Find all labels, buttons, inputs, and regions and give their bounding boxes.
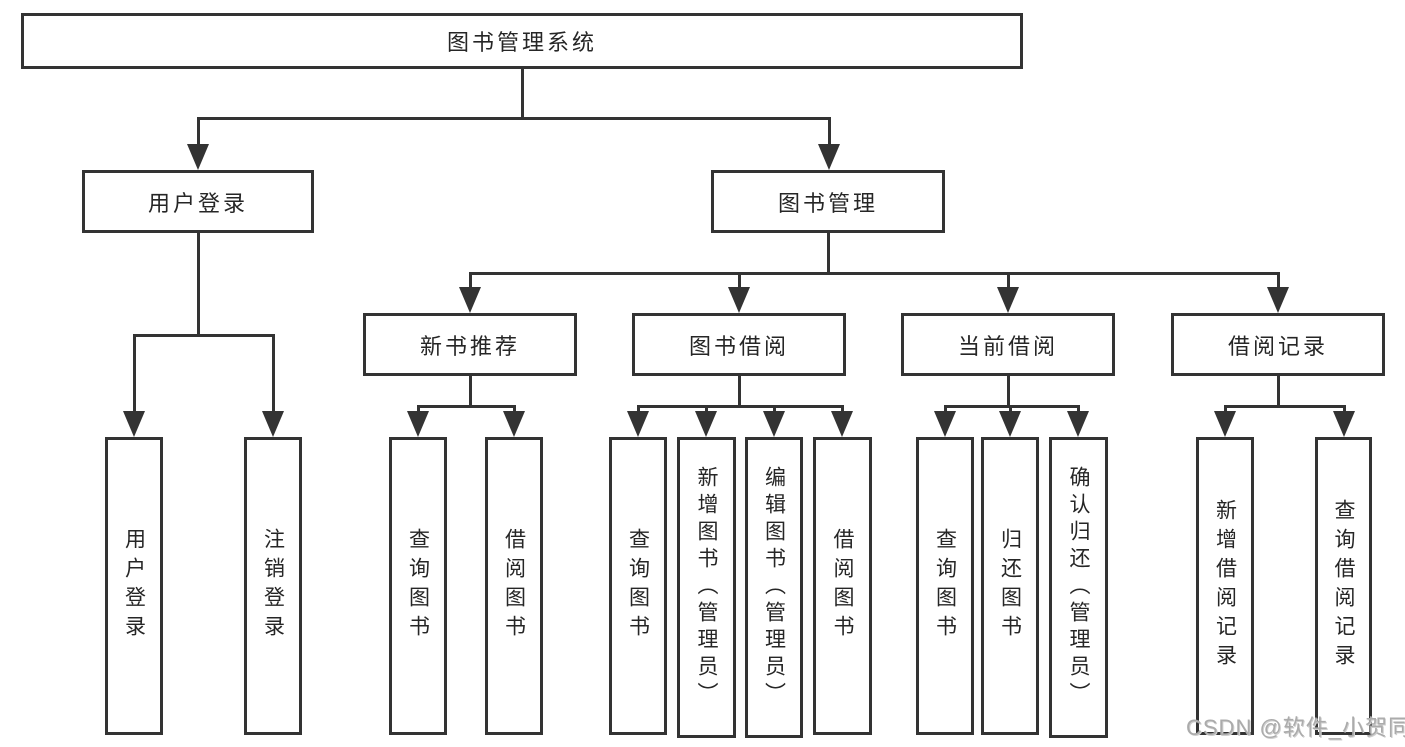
node-label-leaf-return-books: 归还图书 <box>998 528 1022 644</box>
node-leaf-add-borrow-record: 新增借阅记录 <box>1196 437 1254 735</box>
root-to-level2-vline <box>520 69 524 118</box>
user-login-to-leaves-arrowhead-icon <box>123 411 145 437</box>
user-login-to-leaves-vline <box>196 233 200 335</box>
new-book-recommend-to-leaves-vline <box>468 376 472 406</box>
node-borrow-records: 借阅记录 <box>1171 313 1385 376</box>
book-management-to-level3-arrowhead-icon <box>728 287 750 313</box>
node-label-root: 图书管理系统 <box>446 30 597 55</box>
node-leaf-query-books-current: 查询图书 <box>916 437 974 735</box>
book-management-to-level3-vline <box>826 233 830 273</box>
borrow-records-to-leaves-hline <box>1223 404 1346 408</box>
node-current-borrow: 当前借阅 <box>901 313 1115 376</box>
node-leaf-logout: 注销登录 <box>244 437 302 735</box>
new-book-recommend-to-leaves-hline <box>416 404 516 408</box>
node-label-new-book-recommend: 新书推荐 <box>419 333 520 359</box>
csdn-watermark: CSDN @软件_小贺同学 <box>1186 715 1405 740</box>
user-login-to-leaves-arrowhead-icon <box>262 411 284 437</box>
new-book-recommend-to-leaves-arrowhead-icon <box>503 411 525 437</box>
borrow-records-to-leaves-vline <box>1276 376 1280 406</box>
book-management-to-level3-arrowhead-icon <box>1267 287 1289 313</box>
node-label-leaf-query-books-borrow: 查询图书 <box>626 528 650 644</box>
node-root: 图书管理系统 <box>21 13 1023 69</box>
node-label-leaf-borrow-books-2: 借阅图书 <box>831 528 854 644</box>
book-borrow-to-leaves-vline <box>737 376 741 406</box>
node-user-login-group: 用户登录 <box>82 170 314 233</box>
current-borrow-to-leaves-arrowhead-icon <box>934 411 956 437</box>
node-label-user-login-group: 用户登录 <box>147 190 248 216</box>
user-login-to-leaves-arrow-shaft <box>132 335 136 417</box>
node-leaf-edit-books-admin: 编辑图书（管理员） <box>745 437 803 738</box>
book-management-to-level3-arrowhead-icon <box>459 287 481 313</box>
node-leaf-confirm-return-admin: 确认归还（管理员） <box>1049 437 1108 738</box>
book-management-to-level3-arrowhead-icon <box>997 287 1019 313</box>
node-label-borrow-records: 借阅记录 <box>1227 333 1328 359</box>
node-label-leaf-edit-books-admin: 编辑图书（管理员） <box>762 466 786 709</box>
node-leaf-query-books-borrow: 查询图书 <box>609 437 667 735</box>
node-label-leaf-query-books-rec: 查询图书 <box>406 528 430 644</box>
root-to-level2-arrowhead-icon <box>187 144 209 170</box>
node-book-borrow: 图书借阅 <box>632 313 846 376</box>
current-borrow-to-leaves-arrowhead-icon <box>999 411 1021 437</box>
root-to-level2-hline <box>196 116 831 120</box>
borrow-records-to-leaves-arrowhead-icon <box>1214 411 1236 437</box>
current-borrow-to-leaves-hline <box>943 404 1080 408</box>
user-login-to-leaves-arrow-shaft <box>271 335 275 417</box>
node-leaf-user-login: 用户登录 <box>105 437 163 735</box>
node-book-management: 图书管理 <box>711 170 945 233</box>
node-label-leaf-confirm-return-admin: 确认归还（管理员） <box>1067 466 1090 709</box>
book-management-to-level3-arrow-shaft <box>468 273 472 293</box>
node-leaf-query-books-rec: 查询图书 <box>389 437 447 735</box>
book-management-to-level3-arrow-shaft <box>1276 273 1280 293</box>
root-to-level2-arrowhead-icon <box>818 144 840 170</box>
current-borrow-to-leaves-arrowhead-icon <box>1067 411 1089 437</box>
current-borrow-to-leaves-vline <box>1006 376 1010 406</box>
borrow-records-to-leaves-arrowhead-icon <box>1333 411 1355 437</box>
node-new-book-recommend: 新书推荐 <box>363 313 577 376</box>
node-label-leaf-user-login: 用户登录 <box>122 528 146 644</box>
root-to-level2-arrow-shaft <box>827 118 831 150</box>
node-leaf-query-borrow-record: 查询借阅记录 <box>1315 437 1372 735</box>
book-borrow-to-leaves-hline <box>636 404 844 408</box>
book-management-to-level3-hline <box>468 271 1280 275</box>
node-label-book-borrow: 图书借阅 <box>688 333 789 359</box>
book-borrow-to-leaves-arrowhead-icon <box>627 411 649 437</box>
node-label-leaf-logout: 注销登录 <box>261 528 285 644</box>
node-label-leaf-borrow-books-rec: 借阅图书 <box>502 528 526 644</box>
node-label-book-management: 图书管理 <box>777 190 878 216</box>
book-borrow-to-leaves-arrowhead-icon <box>831 411 853 437</box>
new-book-recommend-to-leaves-arrowhead-icon <box>407 411 429 437</box>
node-leaf-add-books-admin: 新增图书（管理员） <box>677 437 736 738</box>
node-label-leaf-query-books-current: 查询图书 <box>933 528 957 644</box>
book-borrow-to-leaves-arrowhead-icon <box>763 411 785 437</box>
node-leaf-return-books: 归还图书 <box>981 437 1039 735</box>
node-label-leaf-query-borrow-record: 查询借阅记录 <box>1332 499 1355 673</box>
book-management-to-level3-arrow-shaft <box>737 273 741 293</box>
node-leaf-borrow-books-2: 借阅图书 <box>813 437 872 735</box>
node-label-leaf-add-borrow-record: 新增借阅记录 <box>1213 499 1237 673</box>
root-to-level2-arrow-shaft <box>196 118 200 150</box>
user-login-to-leaves-hline <box>132 333 275 337</box>
book-management-to-level3-arrow-shaft <box>1006 273 1010 293</box>
node-label-leaf-add-books-admin: 新增图书（管理员） <box>695 466 718 709</box>
node-label-current-borrow: 当前借阅 <box>957 333 1058 359</box>
book-borrow-to-leaves-arrowhead-icon <box>695 411 717 437</box>
node-leaf-borrow-books-rec: 借阅图书 <box>485 437 543 735</box>
